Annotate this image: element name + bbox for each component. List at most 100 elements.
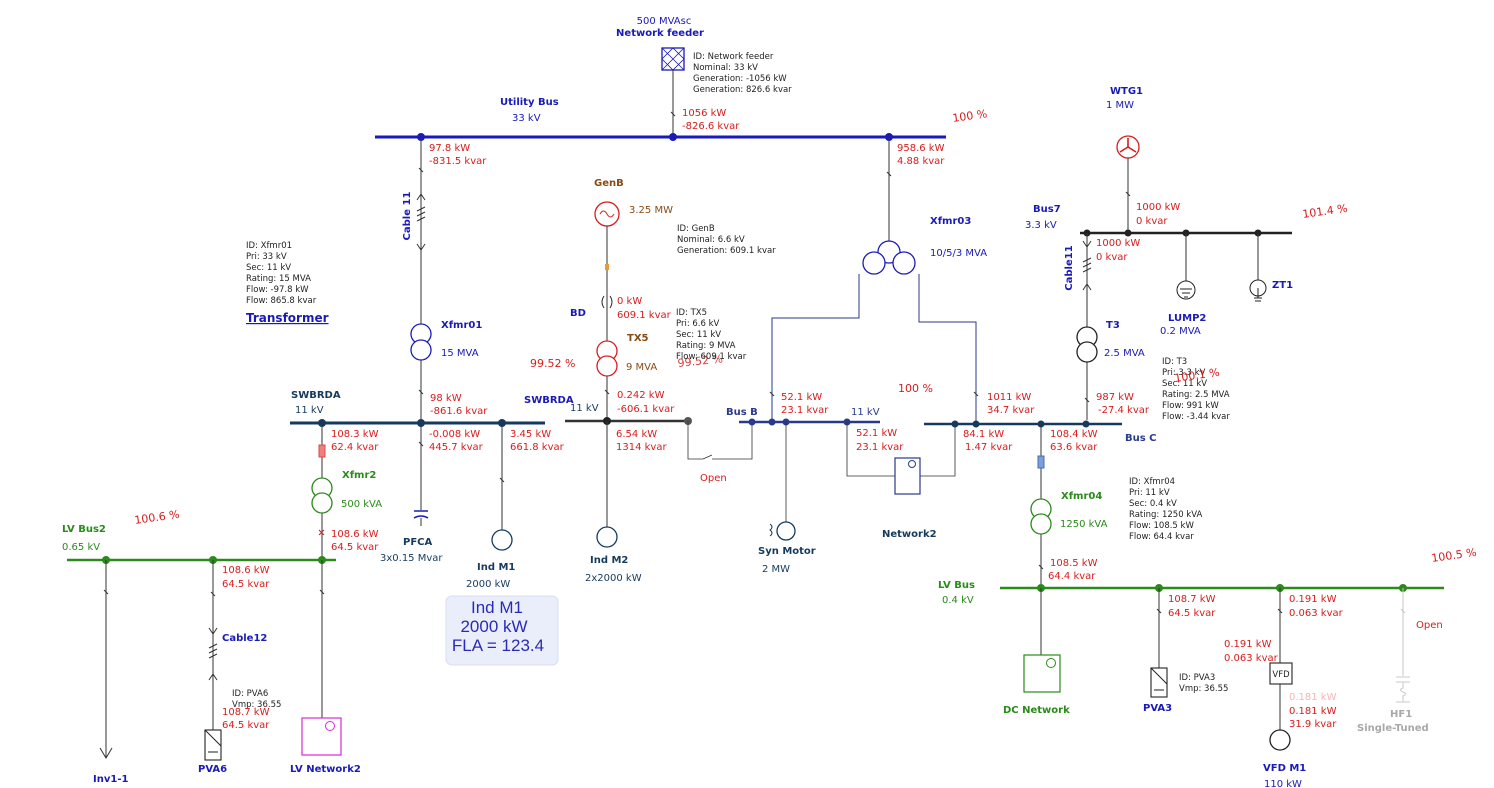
bd-breaker[interactable] xyxy=(601,295,613,309)
bus-node xyxy=(972,420,980,428)
feeder-breaker[interactable] xyxy=(670,111,676,117)
pv-array-icon[interactable] xyxy=(204,729,222,761)
tx5-sec-kw: 0.242 kW xyxy=(617,390,665,401)
xfmr04-sec-breaker[interactable] xyxy=(1038,564,1044,570)
tx5-info-4: Rating: 9 MVA xyxy=(676,341,736,351)
cable12-kvar: 64.5 kvar xyxy=(222,579,270,590)
feeder-info-1: ID: Network feeder xyxy=(693,52,774,62)
cable-icon[interactable] xyxy=(208,627,218,681)
induction-motor-icon[interactable] xyxy=(491,529,513,551)
pv-array-icon[interactable] xyxy=(1150,667,1168,698)
xfmr03-name: Xfmr03 xyxy=(930,216,971,227)
vfd-icon[interactable] xyxy=(1269,662,1293,685)
t3-flow-kvar: -27.4 kvar xyxy=(1098,405,1150,416)
indm1-annotation-box[interactable]: Ind M1 2000 kW FLA = 123.4 xyxy=(445,595,559,666)
lvbus-kv: 0.4 kV xyxy=(942,595,974,606)
xfmr2-transformer-icon[interactable] xyxy=(311,477,333,514)
cable-icon[interactable] xyxy=(416,193,426,251)
pva3-breaker[interactable] xyxy=(1156,608,1162,614)
genb-breaker[interactable] xyxy=(605,264,609,270)
xfmr01-sec-breaker[interactable] xyxy=(418,389,424,395)
t3-breaker[interactable] xyxy=(1084,397,1090,403)
cable11-name: Cable 11 xyxy=(402,192,413,241)
feeder-info-2: Nominal: 33 kV xyxy=(693,63,758,73)
t3-pct: 100.1 % xyxy=(1174,366,1221,385)
busc-breaker[interactable] xyxy=(973,391,979,397)
xfmr01-info-2: Pri: 33 kV xyxy=(246,252,287,262)
xfmr04-rating: 1250 kVA xyxy=(1060,519,1108,530)
harmonic-filter-icon[interactable] xyxy=(1396,676,1410,703)
induction-motor-icon[interactable] xyxy=(1269,729,1291,751)
syn-motor-icon[interactable] xyxy=(769,521,796,541)
xfmr03-flow-kw: 958.6 kW xyxy=(897,143,945,154)
network2-icon[interactable] xyxy=(894,457,921,495)
busb-breaker[interactable] xyxy=(769,391,775,397)
xfmr01-rating: 15 MVA xyxy=(441,348,479,359)
cable-icon[interactable] xyxy=(1082,240,1092,291)
cable11-flow-kvar: -831.5 kvar xyxy=(429,156,487,167)
t3-transformer-icon[interactable] xyxy=(1076,326,1098,363)
wind-turbine-icon[interactable] xyxy=(1116,135,1140,159)
xfmr03-sec-wire xyxy=(918,274,977,421)
pva6-kvar: 64.5 kvar xyxy=(222,720,270,731)
xfmr2-sec-breaker[interactable] xyxy=(318,529,325,536)
bus7-cable-kw: 1000 kW xyxy=(1096,238,1140,249)
hf1-breaker[interactable] xyxy=(1400,608,1406,614)
utility-bus-node xyxy=(669,133,677,141)
dc-network-icon[interactable] xyxy=(1023,654,1061,693)
xfmr01-info-3: Sec: 11 kV xyxy=(246,263,291,273)
wtg1-breaker[interactable] xyxy=(1125,191,1131,197)
wtg1-kw: 1000 kW xyxy=(1136,202,1180,213)
vfd-mid-kvar: 0.063 kvar xyxy=(1224,653,1279,664)
vfd-in-kw: 0.191 kW xyxy=(1289,594,1337,605)
indm2-branch-kw: 6.54 kW xyxy=(616,429,657,440)
lvbus2-kv: 0.65 kV xyxy=(62,542,100,553)
swbrda-mid-kv: 11 kV xyxy=(570,403,599,414)
transformer-link[interactable]: Transformer xyxy=(246,311,329,325)
network2-wire-out xyxy=(920,424,956,477)
tx5-transformer-icon[interactable] xyxy=(596,340,618,377)
busb-in-kw: 52.1 kW xyxy=(781,392,822,403)
xfmr04-info-1: ID: Xfmr04 xyxy=(1129,477,1175,487)
genb-info-2: Nominal: 6.6 kV xyxy=(677,235,745,245)
xfmr2-sec-kvar: 64.5 kvar xyxy=(331,542,379,553)
t3-info-4: Rating: 2.5 MVA xyxy=(1162,390,1230,400)
load-arrow-icon[interactable] xyxy=(99,747,113,759)
network2-wire-in xyxy=(846,422,895,477)
generator-icon[interactable] xyxy=(594,201,620,227)
fuse-icon[interactable] xyxy=(318,444,326,458)
t3-rating: 2.5 MVA xyxy=(1104,348,1145,359)
indm2-name: Ind M2 xyxy=(590,555,628,566)
feeder-info-3: Generation: -1056 kW xyxy=(693,74,787,84)
indm1-name: Ind M1 xyxy=(477,562,515,573)
xfmr03-breaker[interactable] xyxy=(886,171,892,177)
pfca-breaker[interactable] xyxy=(418,441,424,447)
capacitor-icon[interactable] xyxy=(413,510,429,526)
vfd-label: VFD xyxy=(1272,670,1290,680)
xfmr04-transformer-icon[interactable] xyxy=(1030,498,1052,535)
lump2-rating: 0.2 MVA xyxy=(1160,326,1201,337)
grounding-transformer-icon[interactable] xyxy=(1249,279,1267,302)
xfmr01-transformer-icon[interactable] xyxy=(410,323,432,361)
lv-network-icon[interactable] xyxy=(301,717,342,756)
lvnetwork2-breaker[interactable] xyxy=(319,589,325,595)
feeder-flow-kw: 1056 kW xyxy=(682,108,726,119)
tx5-sec-breaker[interactable] xyxy=(604,389,610,395)
lump-load-icon[interactable] xyxy=(1176,280,1196,300)
open-tie-label: Open xyxy=(700,473,727,484)
induction-motor-icon[interactable] xyxy=(596,526,618,548)
bus-node xyxy=(1124,229,1132,237)
xfmr01-info-1: ID: Xfmr01 xyxy=(246,241,292,251)
network-feeder-icon[interactable] xyxy=(661,47,685,71)
indm1-breaker[interactable] xyxy=(499,477,505,483)
pva6-breaker[interactable] xyxy=(210,591,216,597)
fuse-icon[interactable] xyxy=(1037,455,1045,469)
tx5-sec-kvar: -606.1 kvar xyxy=(617,404,675,415)
inv1-breaker[interactable] xyxy=(103,589,109,595)
busb-net-kvar: 23.1 kvar xyxy=(856,442,904,453)
cable11-breaker[interactable] xyxy=(418,167,424,173)
xfmr03-3w-transformer-icon[interactable] xyxy=(862,240,916,275)
vfd-breaker[interactable] xyxy=(1277,608,1283,614)
busc-net-kvar: 1.47 kvar xyxy=(965,442,1013,453)
